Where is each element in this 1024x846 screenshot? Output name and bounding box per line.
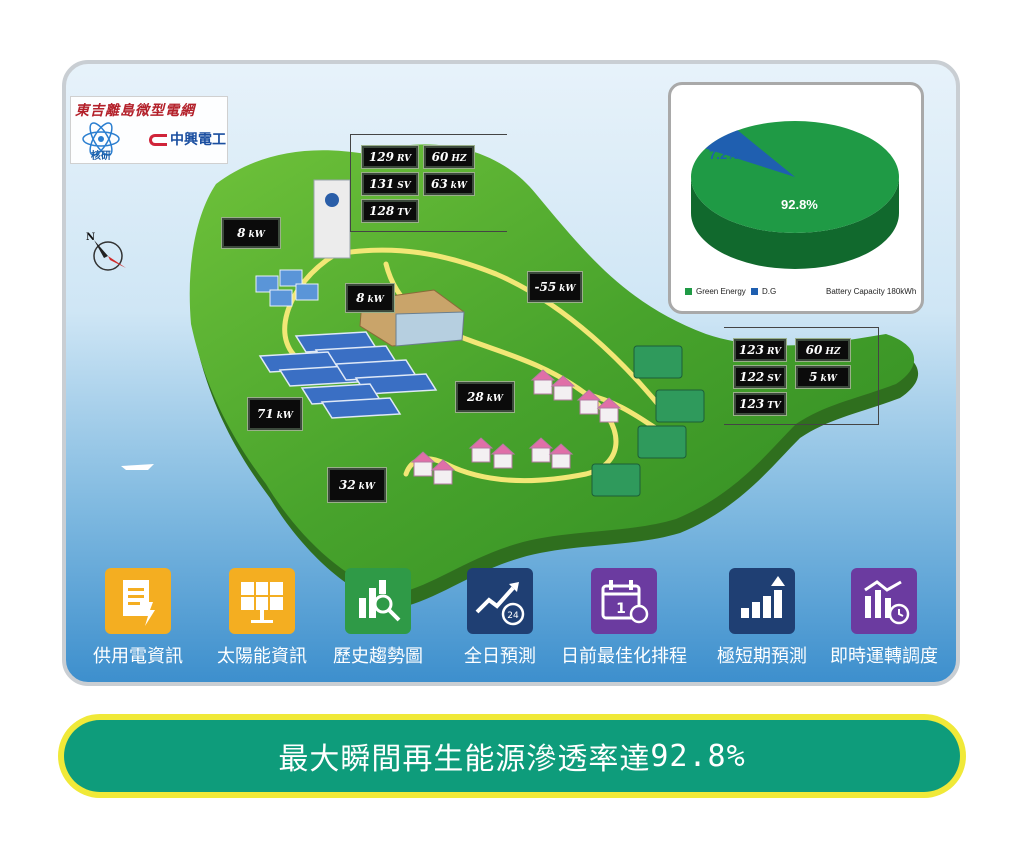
pie-dg-label: 7.2% xyxy=(709,147,739,162)
atom-logo-icon xyxy=(82,122,120,156)
banner-value: 92.8% xyxy=(650,738,746,774)
nav-power-info[interactable]: 供用電資訊 xyxy=(74,568,202,668)
nav-solar-info[interactable]: 太陽能資訊 xyxy=(202,568,322,668)
trend-24h-icon: 24 xyxy=(467,568,533,634)
nav-day-ahead-schedule[interactable]: 1 日前最佳化排程 xyxy=(554,568,694,668)
bar-chart-magnifier-icon xyxy=(345,568,411,634)
banner-caption: 最大瞬間再生能源滲透率達 xyxy=(278,742,651,777)
compass-north-label: N xyxy=(86,232,96,243)
pie-legend-green: Green Energy xyxy=(685,287,746,296)
svg-text:24: 24 xyxy=(507,611,519,621)
org-b-logo: 中興電工 xyxy=(149,129,226,149)
document-power-icon xyxy=(105,568,171,634)
green-energy-pie-card: 7.2% 92.8% Green Energy D.G Battery Capa… xyxy=(668,82,924,314)
pie-slice-dg xyxy=(705,130,795,177)
battery-capacity-label: Battery Capacity 180kWh xyxy=(826,287,917,296)
logo-panel: 東吉離島微型電網 核研 中興電工 xyxy=(70,96,228,164)
pie-side xyxy=(691,177,899,269)
nav-history-trend[interactable]: 歷史趨勢圖 xyxy=(318,568,438,668)
pie-green-label: 92.8% xyxy=(781,197,818,212)
org-a-label: 核研 xyxy=(91,151,111,162)
solar-panel-icon xyxy=(229,568,295,634)
east-readout-bracket xyxy=(724,327,879,425)
svg-text:1: 1 xyxy=(616,601,626,617)
bar-growth-arrow-icon xyxy=(729,568,795,634)
pie-legend-dg: D.G xyxy=(751,287,776,296)
calendar-schedule-icon: 1 xyxy=(591,568,657,634)
green-energy-pie-chart xyxy=(691,121,899,269)
legend-green-swatch xyxy=(685,288,692,296)
org-b-label: 中興電工 xyxy=(170,132,226,148)
project-title: 東吉離島微型電網 xyxy=(75,103,195,119)
org-b-mark-icon xyxy=(149,134,167,146)
chart-clock-icon xyxy=(851,568,917,634)
legend-dg-swatch xyxy=(751,288,758,296)
nav-realtime-dispatch[interactable]: 即時運轉調度 xyxy=(818,568,950,668)
compass-icon: N xyxy=(86,232,132,278)
top-readout-bracket xyxy=(350,134,507,232)
nav-very-short-forecast[interactable]: 極短期預測 xyxy=(702,568,822,668)
nav-daily-forecast[interactable]: 24 全日預測 xyxy=(440,568,560,668)
